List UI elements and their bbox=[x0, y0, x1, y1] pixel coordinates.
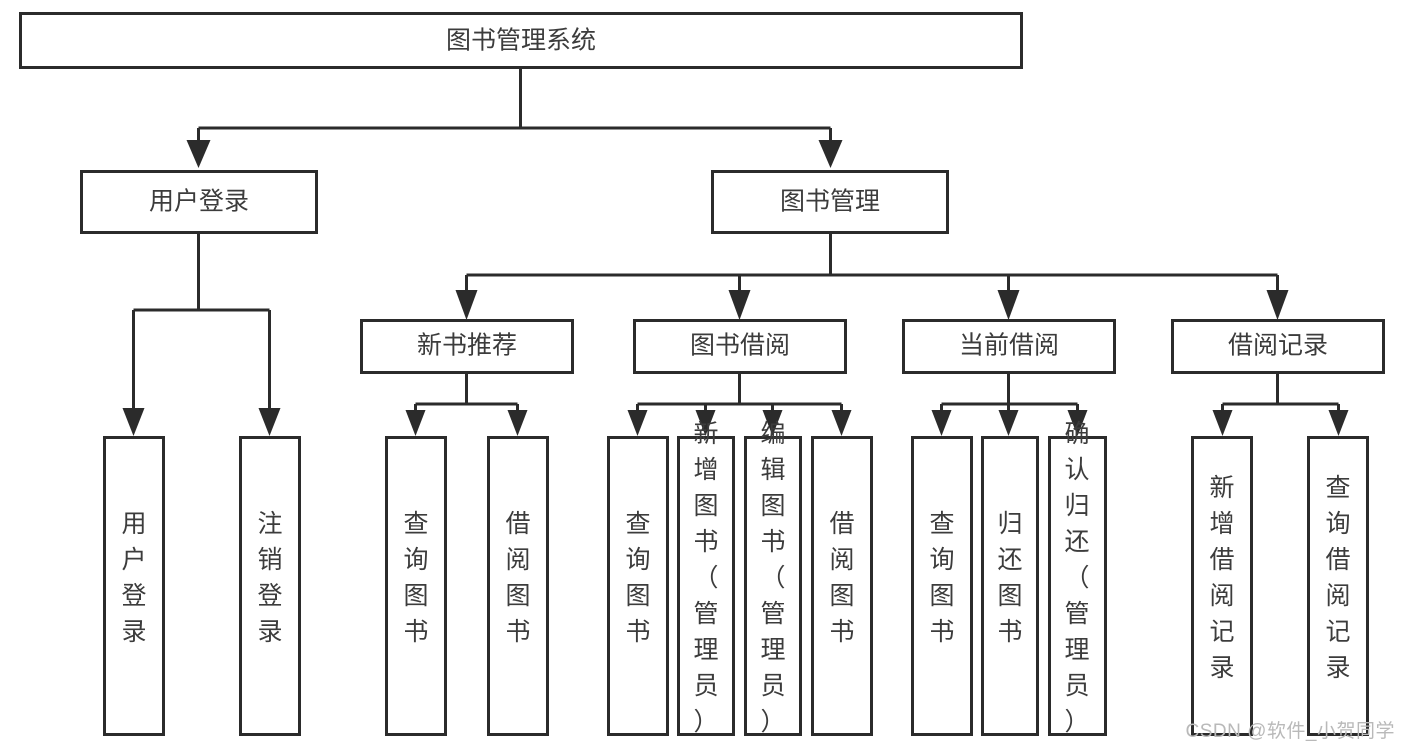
node-current-borrow-box[interactable] bbox=[902, 319, 1116, 374]
node-user-login-label: 用户登录 bbox=[149, 188, 249, 216]
node-leaf-add-record-box[interactable] bbox=[1191, 436, 1253, 736]
node-leaf-query-book-1[interactable]: 查询图书 bbox=[385, 436, 447, 736]
node-book-borrow[interactable]: 图书借阅 bbox=[633, 319, 847, 374]
node-current-borrow-label: 当前借阅 bbox=[959, 332, 1059, 360]
arrowhead-book-manage bbox=[818, 140, 843, 168]
node-book-borrow-box[interactable] bbox=[633, 319, 847, 374]
node-leaf-query-book-2[interactable]: 查询图书 bbox=[607, 436, 669, 736]
node-leaf-edit-book-box[interactable] bbox=[744, 436, 802, 736]
node-leaf-edit-book[interactable]: 编辑图书（管理员） bbox=[744, 420, 802, 736]
node-leaf-add-book-box[interactable] bbox=[677, 436, 735, 736]
node-borrow-record[interactable]: 借阅记录 bbox=[1171, 319, 1385, 374]
node-current-borrow[interactable]: 当前借阅 bbox=[902, 319, 1116, 374]
arrowhead-leaf-return-book bbox=[998, 410, 1019, 436]
node-leaf-confirm-return-box[interactable] bbox=[1048, 436, 1107, 736]
node-leaf-logout[interactable]: 注销登录 bbox=[239, 436, 301, 736]
node-book-manage[interactable]: 图书管理 bbox=[711, 170, 949, 234]
node-borrow-record-box[interactable] bbox=[1171, 319, 1385, 374]
node-leaf-user-login-label: 用户登录 bbox=[121, 510, 146, 646]
node-borrow-record-label: 借阅记录 bbox=[1228, 332, 1328, 360]
node-root-label: 图书管理系统 bbox=[446, 27, 596, 55]
arrowhead-leaf-add-record bbox=[1212, 410, 1233, 436]
arrowhead-leaf-query-book-1 bbox=[405, 410, 426, 436]
node-leaf-borrow-book-2-box[interactable] bbox=[811, 436, 873, 736]
node-leaf-query-book-3-label: 查询图书 bbox=[929, 510, 954, 646]
node-leaf-return-book[interactable]: 归还图书 bbox=[981, 436, 1039, 736]
arrowhead-current-borrow bbox=[997, 290, 1020, 320]
node-leaf-borrow-book-1[interactable]: 借阅图书 bbox=[487, 436, 549, 736]
node-root[interactable]: 图书管理系统 bbox=[19, 12, 1023, 69]
node-leaf-user-login[interactable]: 用户登录 bbox=[103, 436, 165, 736]
arrowhead-leaf-edit-book bbox=[762, 410, 783, 436]
node-leaf-borrow-book-2-label: 借阅图书 bbox=[829, 510, 854, 646]
arrowhead-leaf-user-login bbox=[122, 408, 145, 436]
node-book-manage-label: 图书管理 bbox=[780, 188, 880, 216]
node-user-login-box[interactable] bbox=[80, 170, 318, 234]
node-leaf-return-book-box[interactable] bbox=[981, 436, 1039, 736]
node-leaf-query-book-1-label: 查询图书 bbox=[403, 510, 428, 646]
node-book-manage-box[interactable] bbox=[711, 170, 949, 234]
node-leaf-query-record-box[interactable] bbox=[1307, 436, 1369, 736]
node-leaf-user-login-box[interactable] bbox=[103, 436, 165, 736]
node-leaf-query-book-2-label: 查询图书 bbox=[625, 510, 650, 646]
watermark-label: CSDN @软件_小贺同学 bbox=[1185, 721, 1395, 742]
node-leaf-logout-label: 注销登录 bbox=[257, 510, 282, 646]
node-leaf-query-record-label: 查询借阅记录 bbox=[1325, 474, 1350, 682]
arrowhead-leaf-query-book-2 bbox=[627, 410, 648, 436]
arrowhead-new-book-rec bbox=[455, 290, 478, 320]
node-leaf-query-book-3-box[interactable] bbox=[911, 436, 973, 736]
node-leaf-add-record[interactable]: 新增借阅记录 bbox=[1191, 436, 1253, 736]
arrowhead-borrow-record bbox=[1266, 290, 1289, 320]
arrowhead-leaf-logout bbox=[258, 408, 281, 436]
node-leaf-borrow-book-1-label: 借阅图书 bbox=[505, 510, 530, 646]
node-leaf-query-record[interactable]: 查询借阅记录 bbox=[1307, 436, 1369, 736]
node-leaf-return-book-label: 归还图书 bbox=[997, 510, 1022, 646]
arrowhead-book-borrow bbox=[728, 290, 751, 320]
edge-layer bbox=[122, 68, 1349, 436]
node-leaf-edit-book-label: 编辑图书（管理员） bbox=[760, 420, 785, 736]
arrowhead-leaf-confirm-return bbox=[1067, 410, 1088, 436]
node-leaf-add-book[interactable]: 新增图书（管理员） bbox=[677, 420, 735, 736]
arrowhead-leaf-borrow-book-2 bbox=[831, 410, 852, 436]
node-new-book-rec[interactable]: 新书推荐 bbox=[360, 319, 574, 374]
arrowhead-leaf-query-record bbox=[1328, 410, 1349, 436]
node-new-book-rec-box[interactable] bbox=[360, 319, 574, 374]
node-root-box[interactable] bbox=[19, 12, 1023, 69]
arrowhead-user-login bbox=[186, 140, 211, 168]
arrowhead-leaf-add-book bbox=[695, 410, 716, 436]
node-leaf-borrow-book-1-box[interactable] bbox=[487, 436, 549, 736]
node-leaf-query-book-3[interactable]: 查询图书 bbox=[911, 436, 973, 736]
node-leaf-confirm-return[interactable]: 确认归还（管理员） bbox=[1048, 420, 1107, 736]
node-leaf-add-book-label: 新增图书（管理员） bbox=[693, 420, 718, 736]
node-user-login[interactable]: 用户登录 bbox=[80, 170, 318, 234]
node-new-book-rec-label: 新书推荐 bbox=[417, 332, 517, 360]
node-leaf-logout-box[interactable] bbox=[239, 436, 301, 736]
arrowhead-leaf-borrow-book-1 bbox=[507, 410, 528, 436]
arrowhead-leaf-query-book-3 bbox=[931, 410, 952, 436]
node-leaf-borrow-book-2[interactable]: 借阅图书 bbox=[811, 436, 873, 736]
node-leaf-query-book-1-box[interactable] bbox=[385, 436, 447, 736]
node-leaf-add-record-label: 新增借阅记录 bbox=[1209, 474, 1234, 682]
node-leaf-confirm-return-label: 确认归还（管理员） bbox=[1064, 420, 1089, 736]
node-book-borrow-label: 图书借阅 bbox=[690, 332, 790, 360]
node-leaf-query-book-2-box[interactable] bbox=[607, 436, 669, 736]
